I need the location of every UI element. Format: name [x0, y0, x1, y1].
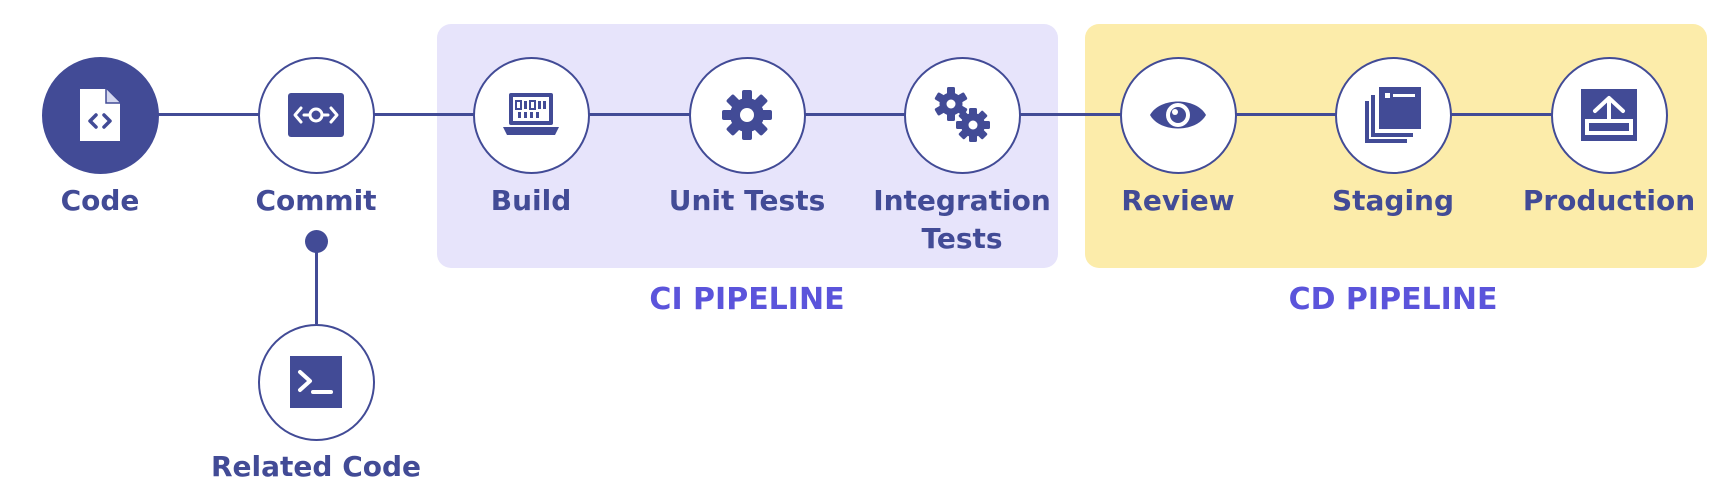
stage-unit-tests-node [688, 56, 806, 174]
stage-integration-tests-node [903, 56, 1021, 174]
branch-connector [315, 242, 318, 324]
related-code-node [257, 323, 375, 441]
stage-build-node [472, 56, 590, 174]
stage-label-production: Production [1522, 184, 1696, 217]
cd-pipeline-title: CD PIPELINE [1288, 282, 1498, 317]
stage-staging-node [1334, 56, 1452, 174]
gears-icon [934, 87, 990, 142]
upload-icon [1581, 89, 1637, 141]
terminal-icon [290, 356, 342, 408]
stage-code-node [41, 56, 159, 174]
code-file-icon [80, 89, 120, 141]
pipeline-connector [100, 113, 1610, 116]
stage-review-node [1119, 56, 1237, 174]
eye-icon [1150, 101, 1206, 129]
stage-label-review: Review [1121, 184, 1235, 217]
stage-label-commit: Commit [255, 184, 377, 217]
stage-label-unit-tests: Unit Tests [668, 184, 826, 217]
stage-production-node [1550, 56, 1668, 174]
ci-pipeline-title: CI PIPELINE [649, 282, 845, 317]
gear-icon [722, 90, 772, 140]
related-code-label: Related Code [210, 450, 422, 483]
windows-stack-icon [1365, 87, 1421, 143]
stage-commit-node [257, 56, 375, 174]
stage-label-staging: Staging [1331, 184, 1455, 217]
laptop-binary-icon [503, 93, 559, 135]
branch-junction-dot [305, 230, 328, 253]
commit-icon [288, 93, 344, 137]
stage-label-integration-tests: Integration Tests [873, 184, 1051, 255]
stage-label-code: Code [60, 184, 140, 217]
stage-label-build: Build [490, 184, 572, 217]
